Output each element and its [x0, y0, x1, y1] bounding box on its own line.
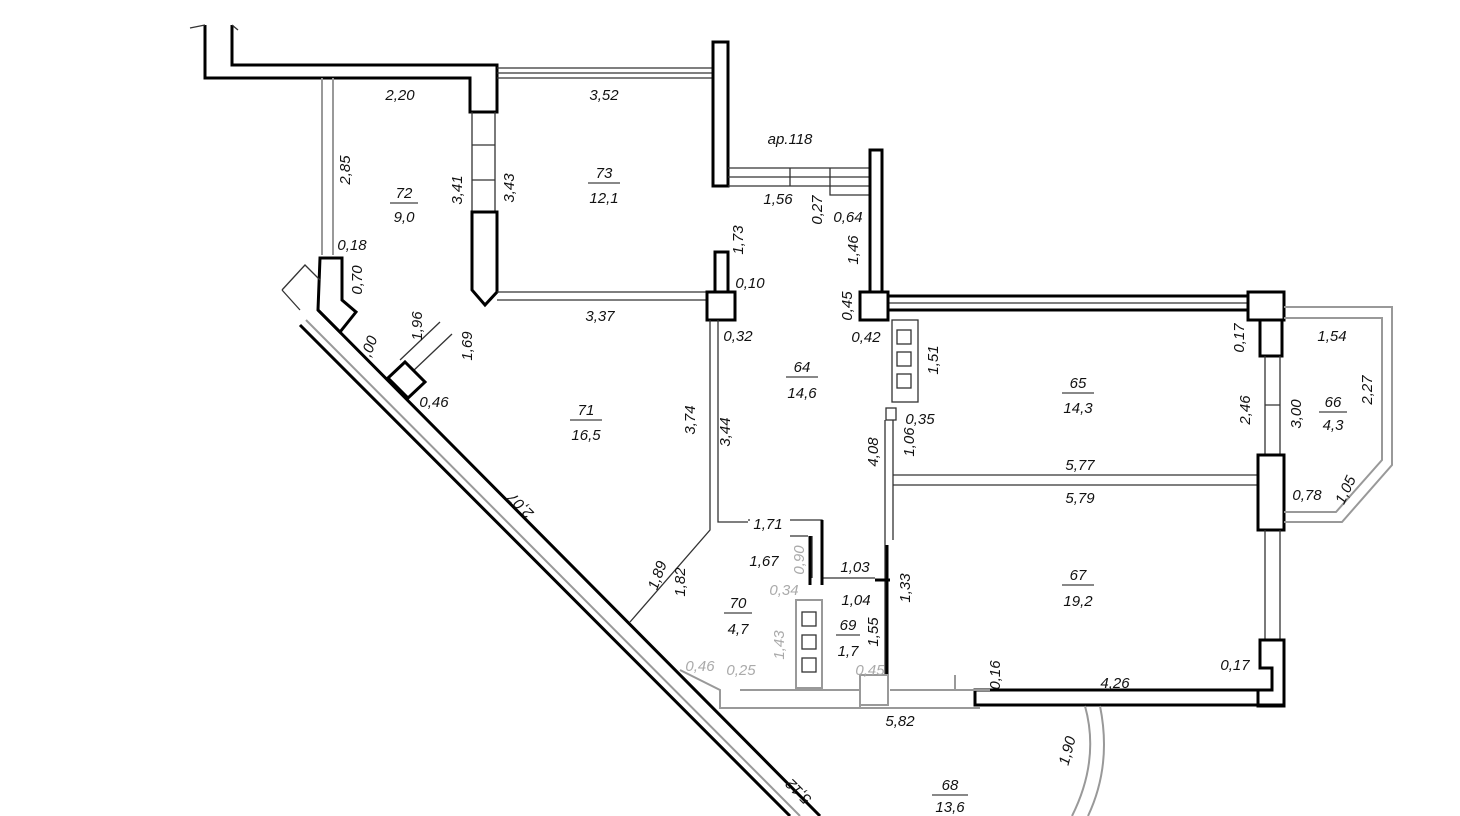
- walls: [189, 24, 1393, 816]
- dimension: 1,69: [459, 331, 476, 361]
- dimension: 0,45: [855, 662, 885, 679]
- dimension: 1,56: [763, 191, 793, 208]
- dimension: 1,82: [672, 567, 689, 597]
- dimension: 1,55: [865, 617, 882, 647]
- svg-text:67: 67: [1070, 567, 1087, 584]
- dimension: 5,82: [885, 713, 915, 730]
- room-71: 71 16,5: [570, 402, 602, 444]
- svg-text:4,3: 4,3: [1323, 417, 1345, 434]
- room-64: 64 14,6: [786, 359, 818, 402]
- dimension: 2,20: [384, 87, 415, 104]
- dimension: 1,03: [840, 559, 870, 576]
- dimension: 4,26: [1100, 675, 1130, 692]
- dimension: 0,35: [905, 411, 935, 428]
- svg-text:66: 66: [1325, 394, 1342, 411]
- room-70: 704,7: [724, 595, 752, 638]
- plan-label: ар.118: [768, 131, 813, 148]
- dimension: 2,27: [1359, 375, 1376, 406]
- dimension: 0,32: [723, 328, 753, 345]
- room-69: 691,7: [836, 617, 860, 660]
- dimension: 5,77: [1065, 457, 1095, 474]
- dimension: 0,16: [987, 660, 1004, 690]
- dimension: 0,27: [809, 195, 826, 225]
- svg-text:65: 65: [1070, 375, 1087, 392]
- dimension: 0,42: [851, 329, 881, 346]
- dimension: 0,17: [1231, 323, 1248, 353]
- dimension: 1,89: [645, 558, 671, 592]
- dimension: 3,43: [501, 173, 518, 203]
- svg-text:64: 64: [794, 359, 811, 376]
- dimension: 1,43: [771, 630, 788, 660]
- dimension: 0,18: [337, 237, 367, 254]
- svg-text:16,5: 16,5: [571, 427, 601, 444]
- svg-text:72: 72: [396, 185, 413, 202]
- dimension: ,00: [358, 333, 381, 359]
- dimension: 3,41: [449, 175, 466, 204]
- dimension: 0,17: [1220, 657, 1250, 674]
- dimension: 0,25: [726, 662, 756, 679]
- room-68: 68 13,6: [932, 777, 968, 816]
- dimension: 1,04: [841, 592, 870, 609]
- svg-text:9,0: 9,0: [394, 209, 416, 226]
- room-65: 65 14,3: [1062, 375, 1094, 417]
- dimension: 3,74: [682, 405, 699, 434]
- dimension: 1,96: [409, 311, 426, 341]
- svg-text:70: 70: [730, 595, 747, 612]
- dimension: 0,46: [685, 658, 715, 675]
- dimension: 0,70: [349, 265, 366, 295]
- svg-text:12,1: 12,1: [589, 190, 618, 207]
- dimension: 0,10: [735, 275, 765, 292]
- dimension: 0,45: [839, 291, 856, 321]
- dimension: 0,90: [791, 545, 808, 575]
- dimension: 1,90: [1056, 734, 1080, 767]
- dimension: 3,44: [717, 417, 734, 446]
- svg-text:13,6: 13,6: [935, 799, 965, 816]
- room-73: 73 12,1: [588, 165, 620, 207]
- apartment-label: ар.118: [768, 131, 813, 148]
- dimension: 3,37: [585, 308, 615, 325]
- dimension: 4,08: [865, 437, 882, 467]
- dimension: 1,67: [749, 553, 779, 570]
- dimension: 1,46: [845, 235, 862, 265]
- svg-text:69: 69: [840, 617, 857, 634]
- dimension: 0,64: [833, 209, 862, 226]
- dimension: 3,00: [1288, 399, 1305, 429]
- dimension: 1,51: [925, 345, 942, 374]
- dimension: 1,33: [897, 573, 914, 603]
- dimension: 2,85: [337, 155, 354, 186]
- room-72: 729,0: [390, 185, 418, 226]
- dimension: 1,54: [1317, 328, 1346, 345]
- svg-text:73: 73: [596, 165, 613, 182]
- room-67: 67 19,2: [1062, 567, 1094, 610]
- dimension: 2,46: [1237, 395, 1254, 426]
- svg-text:68: 68: [942, 777, 959, 794]
- svg-text:14,3: 14,3: [1063, 400, 1093, 417]
- dimension: 1,73: [730, 225, 747, 255]
- svg-text:19,2: 19,2: [1063, 593, 1093, 610]
- svg-text:1,7: 1,7: [838, 643, 860, 660]
- dimension: 1,06: [901, 427, 918, 457]
- dimension: 0,46: [419, 394, 449, 411]
- svg-text:4,7: 4,7: [728, 621, 750, 638]
- dimension: 0,78: [1292, 487, 1322, 504]
- svg-text:14,6: 14,6: [787, 385, 817, 402]
- dimension: 0,34: [769, 582, 798, 599]
- dimension: 3,52: [589, 87, 619, 104]
- room-66: 664,3: [1319, 394, 1347, 434]
- svg-text:71: 71: [578, 402, 595, 419]
- dimension: 1,71: [753, 516, 782, 533]
- dimension: 5,79: [1065, 490, 1095, 507]
- dimension: 2,07: [504, 488, 538, 522]
